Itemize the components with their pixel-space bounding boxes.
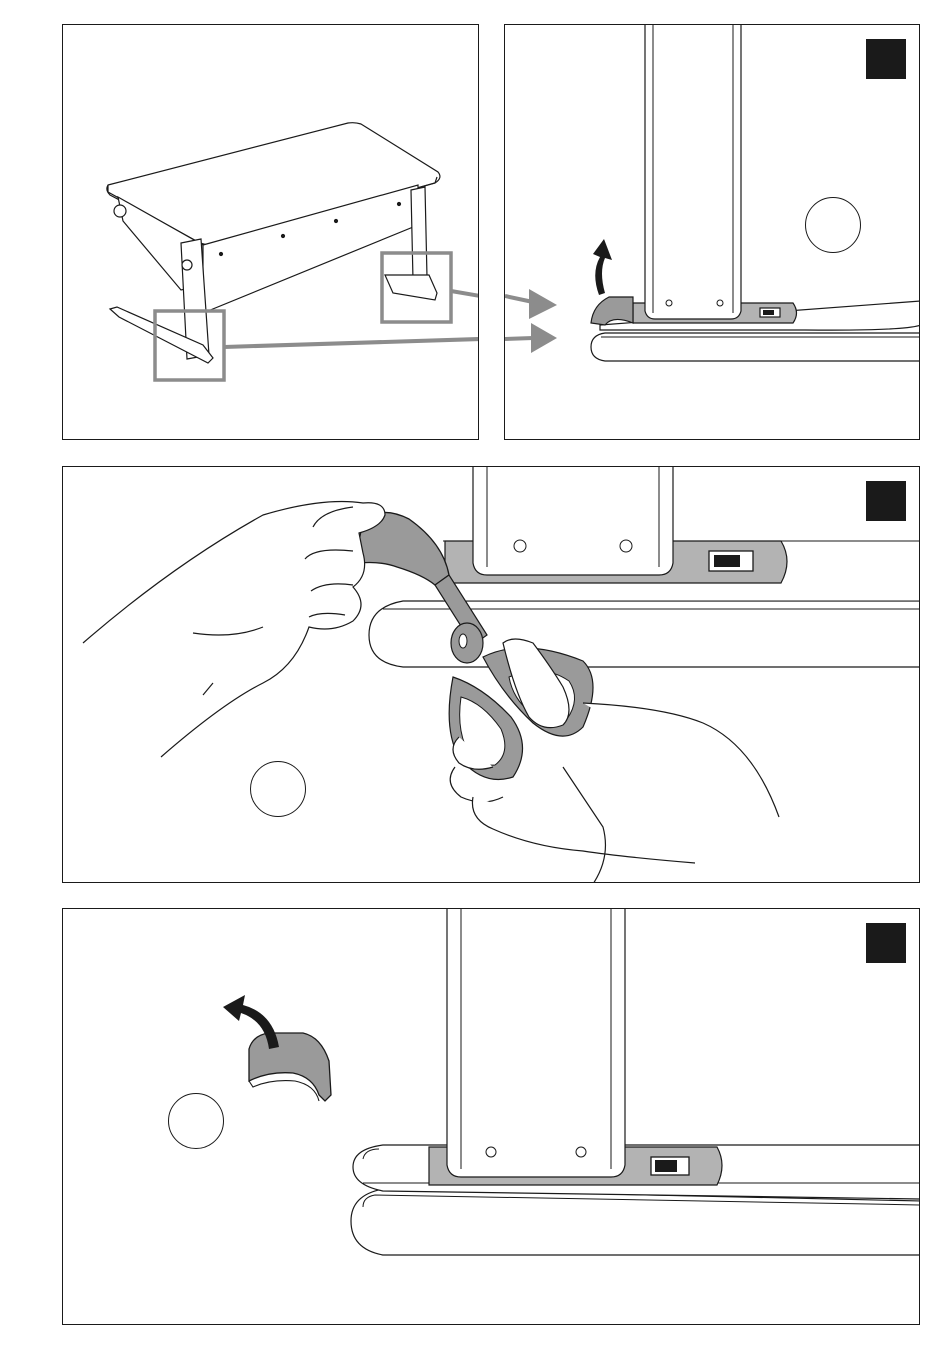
- step-circle-icon: [805, 197, 861, 253]
- desk-illustration: [63, 25, 479, 440]
- panel-cut-cap: [62, 466, 920, 883]
- step-circle-icon: [250, 761, 306, 817]
- step-marker-icon: [866, 923, 906, 963]
- step-marker-icon: [866, 39, 906, 79]
- pointer-arrow-icon: [505, 289, 557, 353]
- panel-remove-cap: [62, 908, 920, 1325]
- panel-desk-overview: [62, 24, 479, 440]
- step-circle-icon: [168, 1093, 224, 1149]
- panel-foot-detail: [504, 24, 920, 440]
- cut-cap-illustration: [63, 467, 920, 883]
- step-marker-icon: [866, 481, 906, 521]
- rotate-arrow-icon: [223, 995, 279, 1049]
- rotate-arrow-icon: [593, 239, 612, 295]
